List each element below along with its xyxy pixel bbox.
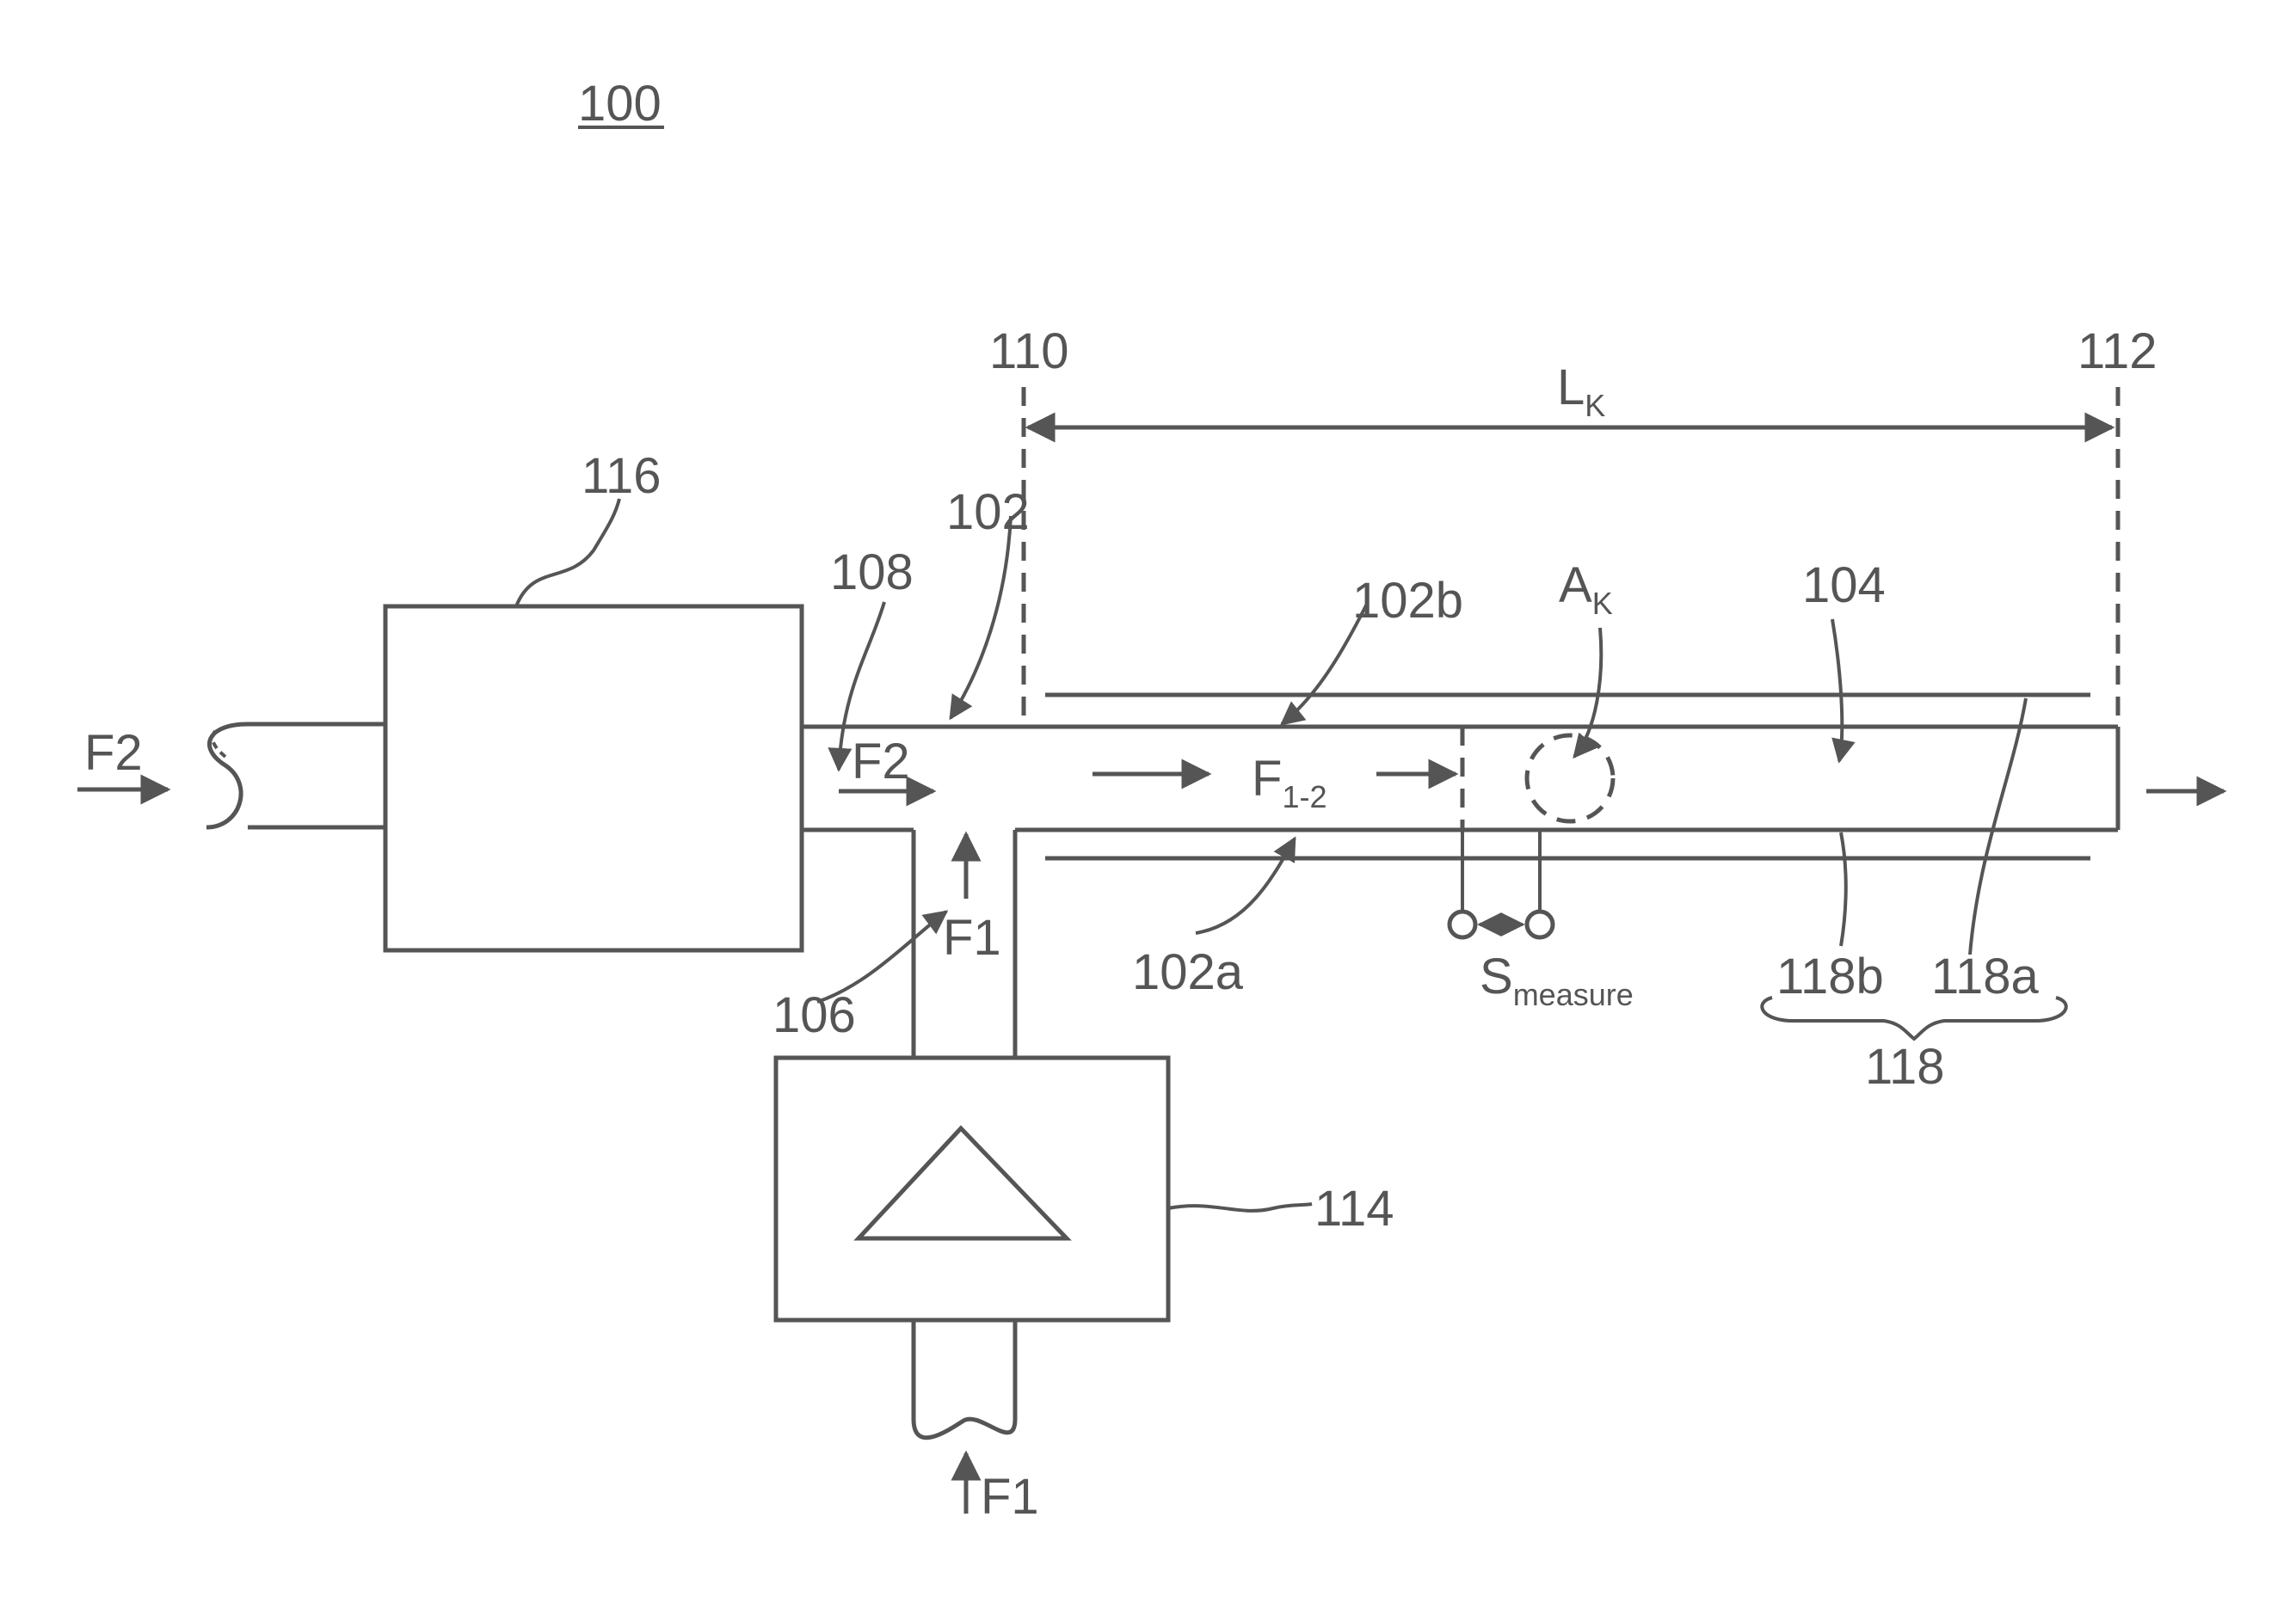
label-118: 118 bbox=[1865, 1039, 1944, 1095]
label-f2-inner: F2 bbox=[852, 734, 910, 789]
label-s-measure: Smeasure bbox=[1480, 949, 1634, 1012]
label-108: 108 bbox=[830, 544, 914, 600]
label-f2-left: F2 bbox=[84, 725, 143, 781]
label-112: 112 bbox=[2077, 323, 2157, 379]
label-106: 106 bbox=[773, 987, 856, 1043]
cross-section-circle bbox=[1527, 735, 1613, 821]
label-f1-bottom: F1 bbox=[981, 1469, 1039, 1525]
label-118b: 118b bbox=[1776, 949, 1884, 1004]
component-116-box bbox=[385, 606, 802, 950]
label-ak: AK bbox=[1559, 557, 1613, 621]
bottom-inlet-pipe bbox=[914, 1320, 1015, 1438]
label-f12: F1-2 bbox=[1252, 751, 1327, 814]
figure-number: 100 bbox=[578, 76, 662, 132]
label-104: 104 bbox=[1802, 557, 1886, 613]
left-inlet-pipe bbox=[206, 724, 385, 827]
label-102b: 102b bbox=[1352, 573, 1463, 629]
label-lk: LK bbox=[1557, 359, 1605, 423]
label-114: 114 bbox=[1314, 1181, 1394, 1237]
label-116: 116 bbox=[582, 448, 661, 504]
sensor-s-measure bbox=[1450, 830, 1553, 937]
label-f1-upper: F1 bbox=[943, 910, 1001, 966]
label-118a: 118a bbox=[1931, 949, 2039, 1004]
component-114-box bbox=[776, 1058, 1168, 1320]
triangle-symbol bbox=[859, 1128, 1067, 1238]
label-102: 102 bbox=[946, 484, 1030, 540]
label-110: 110 bbox=[989, 323, 1068, 379]
label-102a: 102a bbox=[1132, 944, 1244, 1000]
main-channel bbox=[802, 727, 2118, 830]
